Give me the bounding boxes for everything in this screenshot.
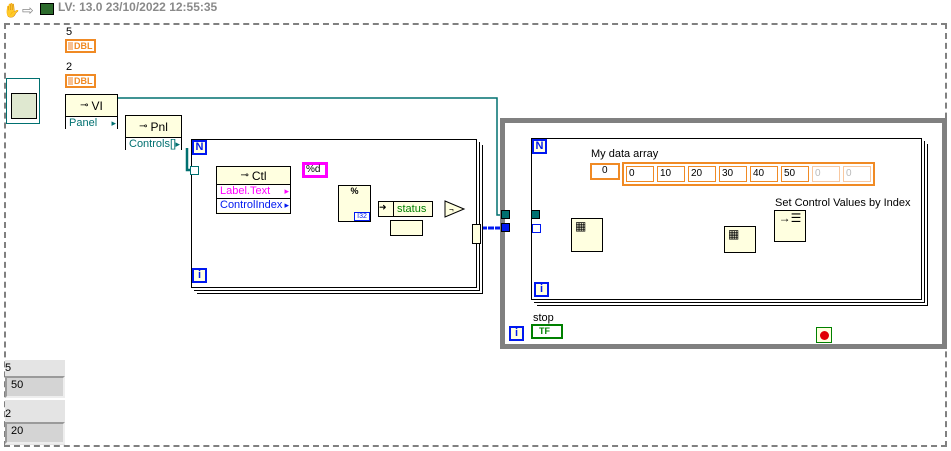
iteration-terminal: i [192,268,207,283]
vi-node-header: ⊸VI [80,98,103,113]
while-iteration-terminal: i [509,326,524,341]
set-values-label: Set Control Values by Index [775,197,911,209]
status-element: status [397,203,427,215]
array-element-empty[interactable]: 0 [843,166,871,182]
label-text-property[interactable]: Label.Text [217,184,290,198]
arrow-icon: ➜ [379,202,394,216]
format-string-constant[interactable]: %d [302,162,328,178]
grid-icon: ▦ [575,219,587,233]
vi-property-node[interactable]: ⊸VI Panel [65,94,118,130]
pnl-node-header: ⊸Pnl [139,119,168,134]
control-property-node[interactable]: ⊸Ctl Label.Text ControlIndex [216,166,291,214]
array-element-empty[interactable]: 0 [812,166,840,182]
stop-button-terminal[interactable]: TF [531,324,563,339]
indicator-value: 50 [5,376,65,398]
array-element[interactable]: 30 [719,166,747,182]
control-index-property[interactable]: ControlIndex [217,198,290,212]
ref-tunnel-for [531,210,540,219]
data-array-constant[interactable]: 0 10 20 30 40 50 0 0 [622,162,875,186]
array-element[interactable]: 10 [657,166,685,182]
unbundle-cluster-node[interactable]: ▦ [571,218,603,252]
bundle-cluster-node[interactable] [390,220,423,236]
panel-property[interactable]: Panel [66,116,117,130]
grid-icon: ▦ [728,227,740,241]
loop-count-terminal-2[interactable]: N [532,139,547,154]
controls-property[interactable]: Controls[] [126,137,181,151]
version-timestamp: LV: 13.0 23/10/2022 12:55:35 [58,0,218,14]
ref-tunnel-while [501,210,510,219]
svg-text:¬: ¬ [449,205,454,214]
index-array-node[interactable]: ▦ [724,226,756,253]
indicator-2: 2 20 [5,400,65,445]
array-element[interactable]: 0 [626,166,654,182]
const-label-5: 5 [66,26,73,38]
auto-index-tunnel [190,166,199,175]
i32-type: I32 [354,212,370,221]
not-gate-icon[interactable]: ¬ [444,200,466,218]
grab-hand-icon[interactable]: ✋ [3,2,21,18]
loop-condition-terminal[interactable] [816,327,832,343]
arrow-right-icon[interactable]: ⇨ [22,2,34,18]
percent-icon: % [350,186,359,196]
array-element[interactable]: 20 [688,166,716,182]
this-vi-reference-icon[interactable] [6,78,40,124]
indicator-5: 5 50 [5,360,65,398]
iteration-terminal-2: i [534,282,549,297]
unbundle-status-node[interactable]: ➜ status [378,201,433,217]
dbl-constant-2[interactable]: DBL [65,74,96,88]
indicator-label: 2 [5,408,12,420]
array-index-display[interactable]: 0 [590,163,620,180]
conditional-tunnel [472,224,481,244]
array-label: My data array [591,148,659,160]
dbl-constant-5[interactable]: DBL [65,39,96,53]
vi-icon [40,3,54,15]
list-arrow-icon: →☰ [778,211,802,225]
stop-label: stop [533,312,554,324]
array-index-tunnel [532,224,541,233]
set-control-values-subvi[interactable]: →☰ [774,210,806,242]
array-element[interactable]: 50 [781,166,809,182]
scan-from-string-node[interactable]: % I32 [338,185,371,222]
stop-icon [820,331,829,340]
indicator-label: 5 [5,362,12,374]
panel-property-node[interactable]: ⊸Pnl Controls[] [125,115,182,151]
array-element[interactable]: 40 [750,166,778,182]
array-tunnel-while [501,223,510,232]
indicator-value: 20 [5,422,65,444]
loop-count-terminal[interactable]: N [192,140,207,155]
ctl-node-header: ⊸Ctl [240,168,267,183]
const-label-2: 2 [66,61,73,73]
